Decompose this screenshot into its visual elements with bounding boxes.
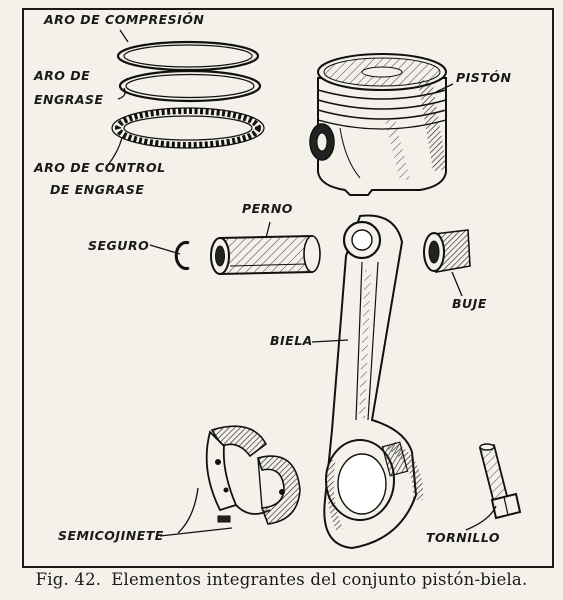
label-oil-ring-line1: ARO DE	[34, 68, 91, 83]
piston	[309, 53, 447, 196]
connecting-rod	[323, 214, 424, 550]
figure-frame	[22, 8, 554, 568]
label-bolt: TORNILLO	[426, 530, 501, 545]
label-piston: PISTÓN	[456, 70, 512, 85]
leader-lines	[107, 29, 497, 537]
oil-ring	[118, 69, 262, 103]
bolt	[478, 443, 522, 520]
bushing	[423, 229, 471, 273]
piston-pin	[210, 234, 321, 276]
label-connecting-rod: BIELA	[270, 333, 313, 348]
label-compression-ring: ARO DE COMPRESIÓN	[44, 12, 205, 27]
oil-control-ring	[111, 107, 265, 149]
figure-caption-text: Elementos integrantes del conjunto pistó…	[111, 570, 528, 589]
label-circlip: SEGURO	[88, 238, 150, 253]
label-oil-ring-line2: ENGRASE	[34, 92, 104, 107]
compression-ring	[116, 40, 260, 72]
label-oil-control-ring-line2: DE ENGRASE	[50, 182, 145, 197]
label-bearing-shells: SEMICOJINETE	[58, 528, 164, 543]
figure-caption: Fig. 42. Elementos integrantes del conjun…	[0, 570, 563, 598]
circlip	[174, 241, 190, 270]
label-oil-control-ring-line1: ARO DE CONTROL	[34, 160, 166, 175]
label-bushing: BUJE	[452, 296, 487, 311]
piston-rod-illustration	[107, 29, 522, 550]
bearing-shells	[205, 425, 301, 525]
figure-number: Fig. 42.	[35, 570, 102, 589]
label-piston-pin: PERNO	[242, 201, 293, 216]
